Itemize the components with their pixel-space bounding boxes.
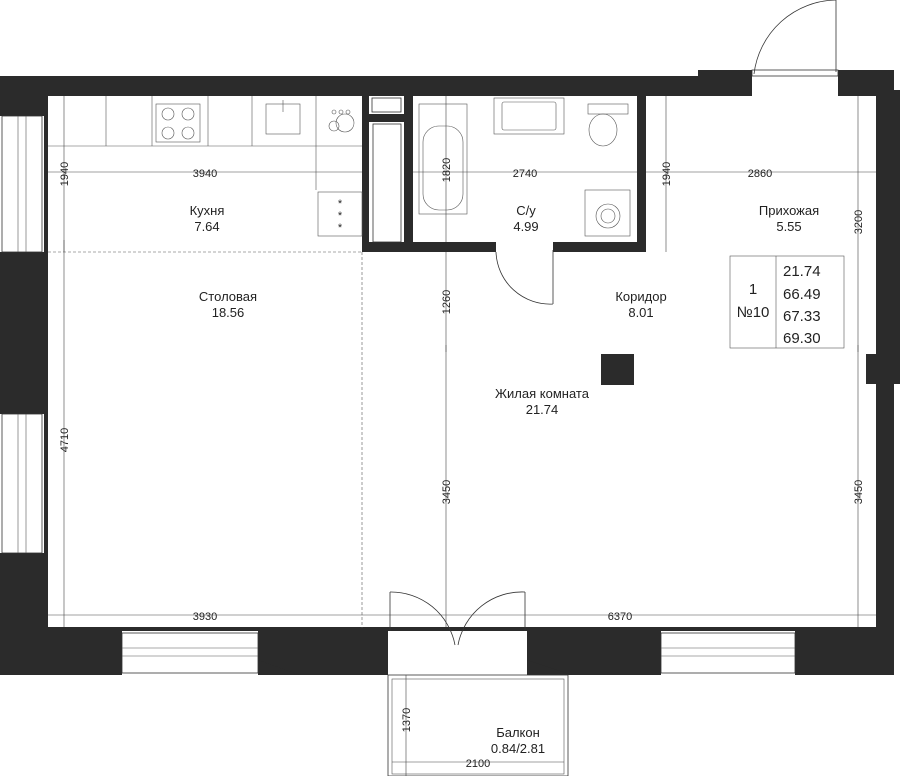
shaft-lower [372,123,402,243]
kitchen-fixtures: * * * [48,96,363,237]
left-wall-pier [0,252,46,414]
room-name-kitchen: Кухня [190,203,225,218]
sink-icon [265,100,301,135]
bottom-wall-left [0,629,122,675]
bottom-wall-right-slant [527,660,572,675]
balcony-door-right[interactable] [457,591,526,646]
washing-machine-icon [584,189,631,237]
bath-door[interactable] [495,250,554,305]
dimension-lines [48,96,876,776]
info-area-total-2: 67.33 [783,308,821,325]
bathroom-fixtures [418,97,631,305]
room-name-bathroom: С/у [516,203,536,218]
oven-icon [317,191,363,237]
info-apartment-number: №10 [737,304,770,321]
shaft-wall-mid [369,114,404,122]
room-name-hallway: Прихожая [759,203,819,218]
dim-kitchen-height: 1940 [59,162,71,186]
info-card: 1 №10 21.74 66.49 67.33 69.30 [729,255,845,349]
room-labels: Кухня 7.64 С/у 4.99 Прихожая 5.55 Столов… [190,203,820,756]
room-area-dining: 18.56 [212,305,245,320]
dishwasher-icon [328,109,355,133]
room-name-dining: Столовая [199,289,257,304]
bath-wall-left [362,96,369,252]
left-wall-thin [44,96,48,631]
bath-wall-bottom-left [362,242,496,252]
washbasin-icon [493,97,565,135]
balcony-door-left[interactable] [389,591,456,646]
shaft [371,97,402,113]
dim-right-height: 3450 [853,480,865,504]
svg-text:*: * [338,198,343,210]
dim-bath-height: 1820 [441,158,453,182]
top-wall [0,76,752,96]
window-left-bottom [1,413,43,554]
entrance-door[interactable] [751,0,839,77]
room-area-living: 21.74 [526,402,559,417]
room-area-bathroom: 4.99 [513,219,538,234]
bottom-wall-right-mid [527,629,661,675]
dim-corridor-gap: 1260 [441,290,453,314]
dim-bath-width: 2740 [513,168,537,180]
info-living-area: 21.74 [783,263,821,280]
exterior-walls [0,70,900,675]
dim-center-height: 3450 [441,480,453,504]
svg-text:*: * [338,210,343,222]
room-area-kitchen: 7.64 [194,219,219,234]
left-wall-top [0,76,46,116]
toilet-icon [587,103,629,147]
bottom-wall-mid [258,629,388,675]
right-wall-notch [866,354,900,384]
room-area-balcony: 0.84/2.81 [491,741,545,756]
bottom-wall-right [795,629,894,675]
dim-left-height: 4710 [59,428,71,452]
dim-balcony-depth: 1370 [401,708,413,732]
bath-wall-bottom-right [553,242,646,252]
info-area-total-1: 66.49 [783,286,821,303]
bottom-wall-mid-slant [258,660,300,675]
room-name-living: Жилая комната [495,386,590,401]
window-left-top [1,115,43,253]
dim-bottom-left-width: 3930 [193,611,217,623]
room-name-corridor: Коридор [615,289,666,304]
dim-balcony-width: 2100 [466,758,490,770]
windows [1,115,796,674]
svg-text:*: * [338,222,343,234]
dim-hall-height-left: 1940 [661,162,673,186]
bathtub-icon [418,103,468,215]
room-area-hallway: 5.55 [776,219,801,234]
column [601,354,634,385]
bath-wall-right [637,96,646,252]
dim-bottom-right-width: 6370 [608,611,632,623]
room-separators [48,251,363,628]
balcony-outline [387,674,569,776]
bottom-wall-thin [44,627,884,631]
cooktop-icon [155,103,201,143]
dim-kitchen-width: 3940 [193,168,217,180]
bathroom-walls [362,96,646,385]
dim-hall-width: 2860 [748,168,772,180]
entry-wall-left [698,70,752,96]
window-bottom-left [121,632,259,674]
dim-hall-height-right: 3200 [853,210,865,234]
info-rooms-count: 1 [749,281,757,298]
room-area-corridor: 8.01 [628,305,653,320]
room-name-balcony: Балкон [496,725,540,740]
info-area-total-3: 69.30 [783,330,821,347]
window-bottom-right [660,632,796,674]
right-wall-outer [880,90,900,360]
balcony [387,591,569,776]
bath-wall-divider [404,96,413,252]
dimension-labels: 3940 2740 2860 1940 1820 1940 3200 1260 … [59,158,865,770]
